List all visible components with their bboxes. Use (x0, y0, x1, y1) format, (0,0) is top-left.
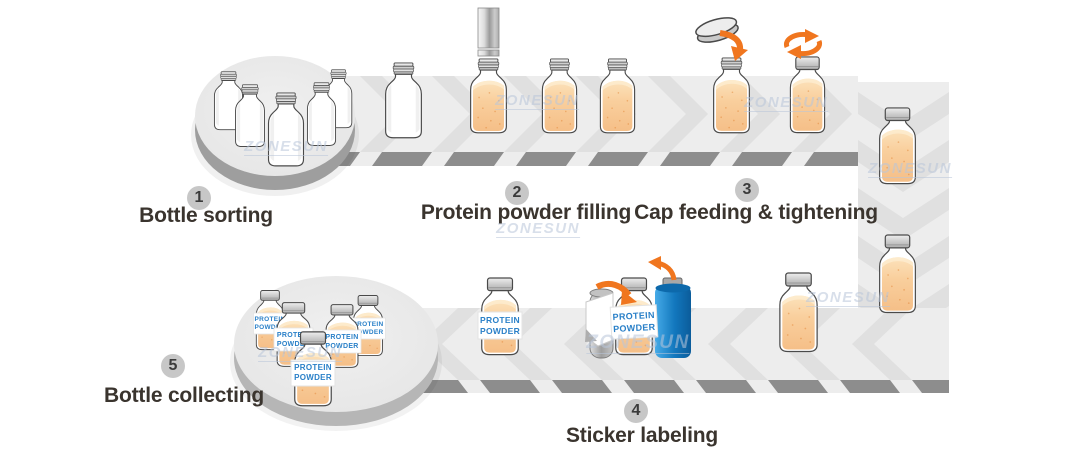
step-badge-4: 4 (624, 399, 648, 423)
jar-filled (599, 58, 636, 134)
brand-watermark: ZONESUN (806, 289, 890, 307)
brand-watermark: ZONESUN (258, 344, 342, 362)
svg-text:PROTEIN: PROTEIN (255, 316, 286, 323)
jar-empty (385, 62, 422, 139)
jar-labeled: PROTEIN POWDER (477, 277, 523, 356)
jar-capped (779, 272, 818, 353)
labeling-arrow-in (595, 281, 637, 305)
brand-watermark: ZONESUN (495, 92, 579, 110)
svg-text:PROTEIN: PROTEIN (612, 310, 655, 322)
svg-text:POWDER: POWDER (352, 329, 383, 336)
svg-text:PROTEIN: PROTEIN (325, 334, 358, 341)
step-badge-5: 5 (161, 354, 185, 378)
svg-text:POWDER: POWDER (325, 343, 358, 350)
filling-nozzle (477, 7, 500, 57)
cap-drop-arrow (719, 30, 748, 61)
step-badge-1: 1 (187, 186, 211, 210)
brand-watermark: ZONESUN (586, 332, 690, 354)
brand-watermark: ZONESUN (496, 220, 580, 238)
step-label-1: Bottle sorting (139, 204, 273, 227)
jar-collected: PROTEIN POWDER (322, 304, 362, 368)
step-badge-2: 2 (505, 181, 529, 205)
svg-text:POWDER: POWDER (277, 341, 310, 348)
cap-disc (695, 17, 739, 43)
svg-text:PROTEIN: PROTEIN (294, 363, 332, 372)
labeling-station: PROTEIN POWDER (585, 256, 691, 359)
brand-watermark: ZONESUN (744, 94, 828, 112)
jar-collected: PROTEIN POWDER (290, 331, 336, 407)
brand-watermark: ZONESUN (244, 138, 328, 156)
brand-watermark: ZONESUN (868, 160, 952, 178)
labeling-arrow-out (648, 256, 677, 281)
svg-text:PROTEIN: PROTEIN (480, 315, 520, 325)
svg-text:POWDER: POWDER (480, 326, 520, 336)
step-label-2: Protein powder filling (420, 201, 632, 224)
jar-label: PROTEIN POWDER (609, 304, 659, 340)
step-badge-3: 3 (735, 178, 759, 202)
step-label-3: Cap feeding & tightening (634, 201, 878, 224)
press-roller (655, 277, 691, 358)
label-sheet (585, 292, 614, 347)
svg-text:POWDER: POWDER (294, 373, 332, 382)
svg-text:POWDER: POWDER (613, 322, 656, 334)
svg-text:PROTEIN: PROTEIN (277, 332, 310, 339)
step-label-5: Bottle collecting (104, 384, 264, 407)
tightening-rotation-arrows (783, 29, 823, 59)
svg-text:POWDER: POWDER (254, 324, 285, 331)
step-label-4: Sticker labeling (565, 424, 719, 447)
svg-text:PROTEIN: PROTEIN (353, 321, 384, 328)
